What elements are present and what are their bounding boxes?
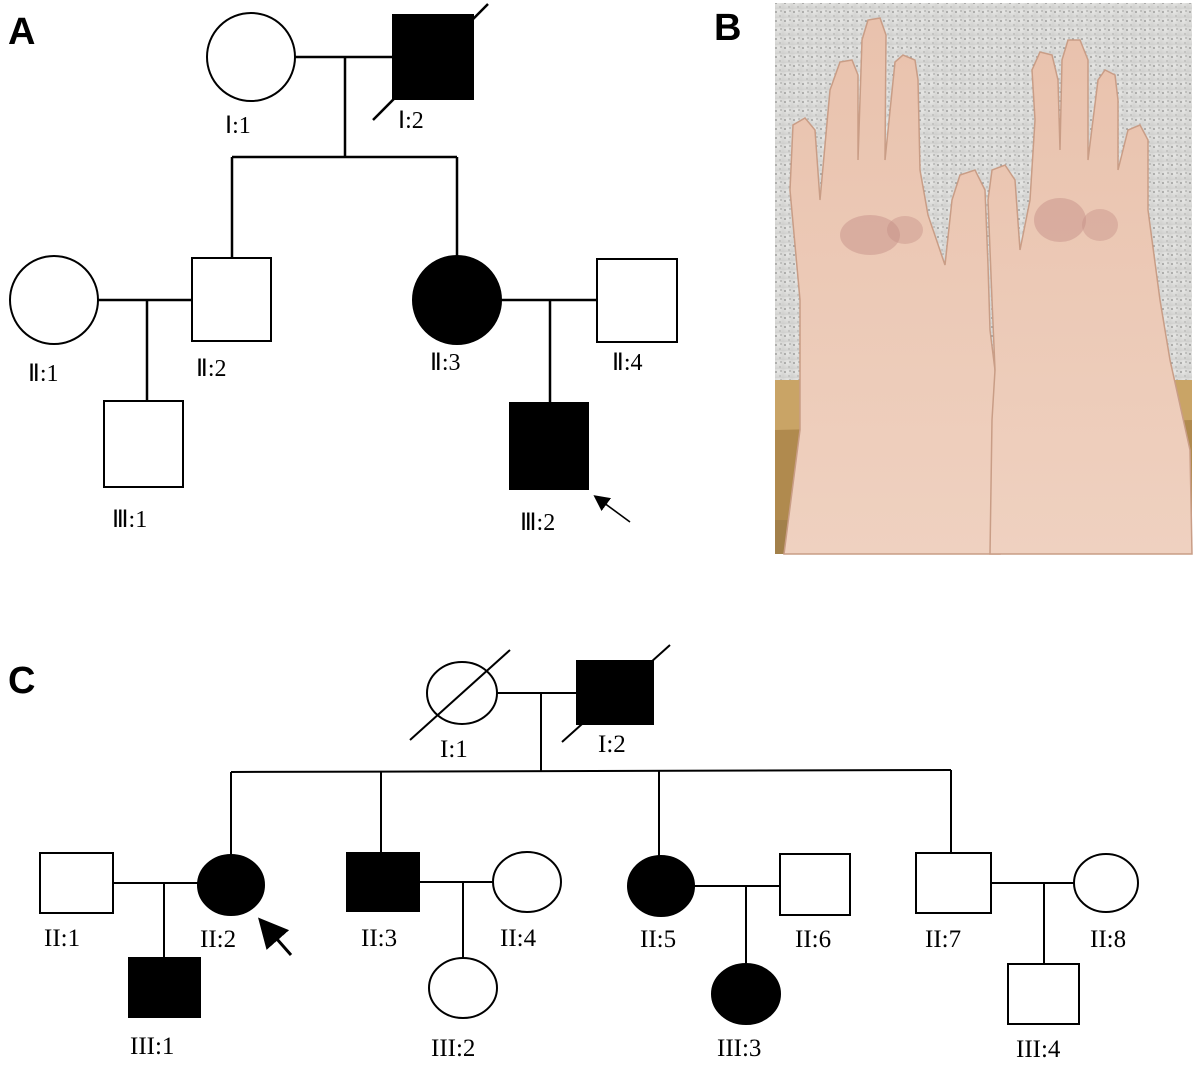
c-label-ii3: II:3 (361, 925, 397, 952)
a-label-ii2: Ⅱ:2 (196, 356, 226, 382)
a-ii2-male-unaffected (191, 257, 272, 342)
c-label-i2: I:2 (598, 731, 626, 758)
a-proband-arrow-icon (593, 495, 631, 523)
a-label-iii2: Ⅲ:2 (520, 510, 555, 536)
a-ii4-male-unaffected (596, 258, 678, 343)
c-label-ii4: II:4 (500, 925, 537, 952)
c-i2-deceased-slash (561, 644, 671, 743)
c-label-i1: I:1 (440, 736, 468, 763)
c-label-iii4: III:4 (1016, 1036, 1061, 1063)
right-hand (987, 39, 1193, 555)
a-iii2-male-affected-proband (509, 402, 589, 490)
c-ii1-male-unaffected (39, 852, 114, 914)
c-label-ii6: II:6 (795, 926, 831, 953)
a-i1-female-unaffected (206, 12, 296, 102)
panel-c: C I:1 I:2 (8, 644, 1139, 1063)
c-ii5-female-affected (627, 855, 695, 917)
c-label-ii7: II:7 (925, 926, 961, 953)
a-ii1-female-unaffected (9, 255, 99, 345)
a-label-iii1: Ⅲ:1 (112, 507, 147, 533)
a-label-i1: Ⅰ:1 (225, 113, 251, 139)
c-label-iii3: III:3 (717, 1035, 761, 1062)
panel-a: A Ⅰ:1 Ⅰ:2 Ⅱ:1 Ⅱ:2 Ⅱ:3 Ⅱ:4 (8, 3, 678, 536)
c-label-ii1: II:1 (44, 925, 80, 952)
c-ii7-male-unaffected (915, 852, 992, 914)
a-label-i2: Ⅰ:2 (398, 108, 424, 134)
a-label-ii4: Ⅱ:4 (612, 350, 642, 376)
c-iii2-female-unaffected (428, 957, 498, 1019)
c-iii1-male-affected (128, 957, 201, 1018)
c-i1-deceased-slash (409, 649, 511, 741)
panel-a-letter: A (8, 11, 35, 53)
c-label-ii8: II:8 (1090, 926, 1126, 953)
panel-b: B (714, 3, 1193, 555)
panel-a-lines (98, 55, 597, 403)
left-hand (783, 17, 1001, 555)
c-label-iii1: III:1 (130, 1033, 174, 1060)
c-ii2-female-affected-proband (197, 854, 265, 916)
a-i2-deceased-slash (372, 3, 489, 121)
c-label-ii5: II:5 (640, 926, 676, 953)
c-label-ii2: II:2 (200, 926, 236, 953)
hands-photo (775, 3, 1193, 555)
c-iii4-male-unaffected (1007, 963, 1080, 1025)
panel-b-letter: B (714, 7, 741, 49)
c-ii3-male-affected (346, 852, 420, 912)
a-ii3-female-affected (412, 255, 502, 345)
c-label-iii2: III:2 (431, 1035, 475, 1062)
c-ii4-female-unaffected (492, 851, 562, 913)
c-iii3-female-affected (711, 963, 781, 1025)
c-ii6-male-unaffected (779, 853, 851, 916)
panel-c-letter: C (8, 660, 35, 702)
panel-c-lines (113, 692, 1074, 964)
c-ii8-female-unaffected (1073, 853, 1139, 913)
a-iii1-male-unaffected (103, 400, 184, 488)
a-label-ii3: Ⅱ:3 (430, 350, 460, 376)
a-label-ii1: Ⅱ:1 (28, 361, 58, 387)
c-proband-arrow-icon (258, 917, 293, 956)
